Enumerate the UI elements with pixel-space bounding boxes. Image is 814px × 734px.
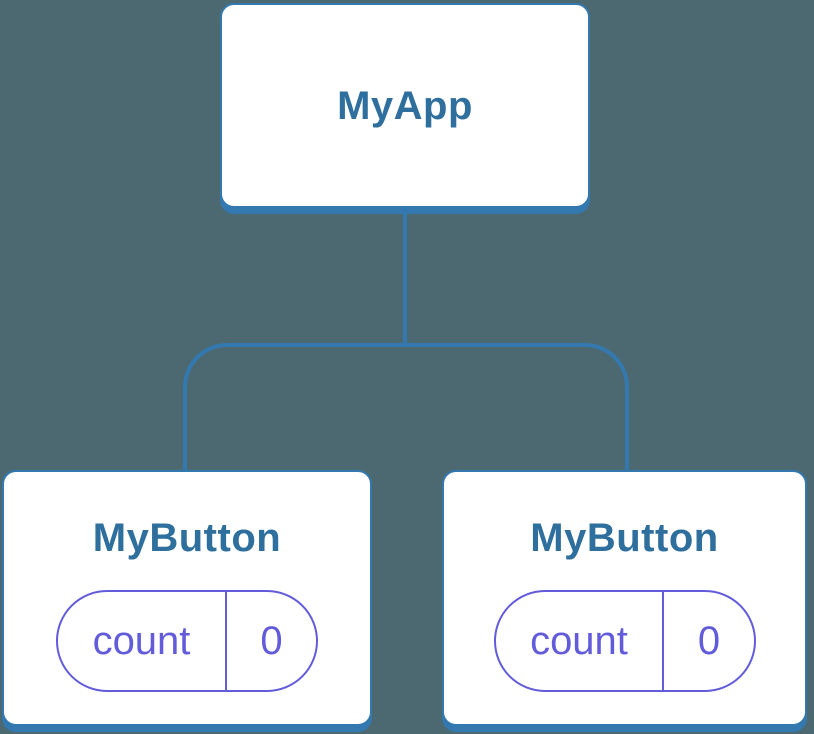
state-name: count [530, 618, 628, 663]
state-name-cell: count [496, 592, 665, 690]
component-node-mybutton-2: MyButton count 0 [442, 470, 807, 726]
state-value: 0 [260, 618, 283, 663]
state-value-cell: 0 [664, 592, 753, 690]
node-label: MyButton [92, 516, 282, 560]
connector-stem [403, 210, 407, 345]
component-node-mybutton-1: MyButton count 0 [2, 470, 372, 726]
state-name-cell: count [58, 592, 227, 690]
state-pill: count 0 [56, 590, 318, 692]
state-value: 0 [697, 618, 721, 663]
state-pill: count 0 [493, 590, 756, 692]
state-name: count [92, 618, 191, 663]
connector-bracket [183, 343, 629, 470]
node-label: MyButton [530, 516, 719, 560]
node-label: MyApp [337, 83, 473, 128]
state-value-cell: 0 [227, 592, 316, 690]
component-node-myapp: MyApp [220, 3, 590, 208]
